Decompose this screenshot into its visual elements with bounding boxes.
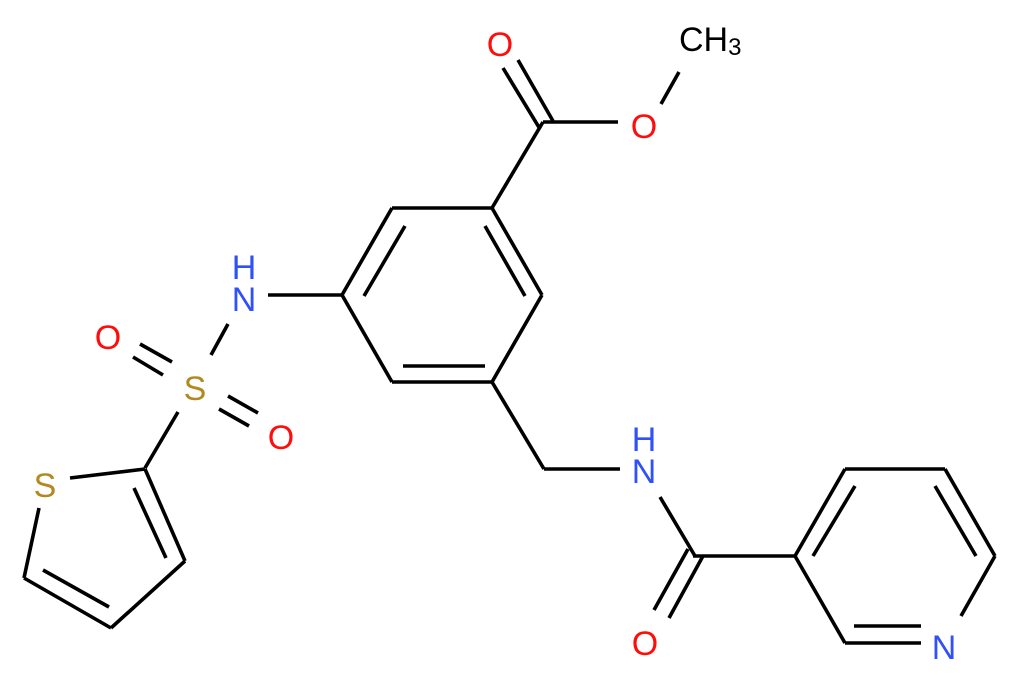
sulfonyl-oxygen-left: O [95,319,121,357]
sulfonyl-oxygen-right: O [268,419,294,457]
sulfonamide-hydrogen: H [232,249,257,287]
pyridine-ring: N [793,467,997,667]
amide-oxygen: O [632,625,658,663]
amide-hydrogen: H [632,421,657,459]
amide-nitrogen: N [632,453,657,491]
ester-carbonyl-oxygen: O [487,26,513,64]
ester-oxygen: O [631,108,657,146]
amide-linker: H N O [490,381,795,663]
sulfonyl-group: S O O [95,319,294,469]
methyl-label: CH3 [679,21,741,61]
thiophene-sulfur: S [34,467,57,505]
sulfonyl-sulfur: S [184,370,207,408]
thiophene-ring: S [22,467,187,630]
pyridine-nitrogen: N [932,629,957,667]
sulfonamide: H N [209,249,342,356]
sulfonamide-nitrogen: N [232,281,257,319]
methyl-ester: O O CH3 [487,21,741,209]
benzene-ring [340,206,544,384]
